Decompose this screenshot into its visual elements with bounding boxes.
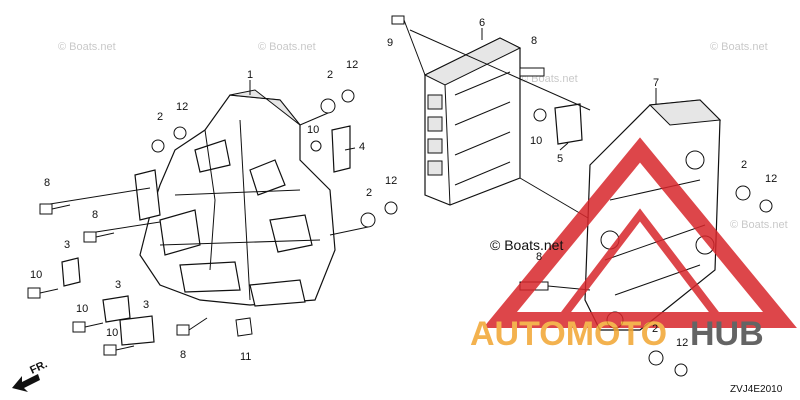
callout-number: 12 — [385, 175, 397, 187]
callout-number: 10 — [76, 303, 88, 315]
watermark-text: © Boats.net — [710, 41, 768, 53]
callout-number: 9 — [387, 37, 393, 49]
callout-number: 7 — [653, 77, 659, 89]
callout-number: 8 — [531, 35, 537, 47]
callout-number: 4 — [359, 141, 365, 153]
bolt — [519, 67, 545, 77]
callout-leaders — [249, 28, 657, 151]
callout-number: 2 — [157, 111, 163, 123]
ecu-bracket — [554, 103, 583, 145]
front-arrow-icon: FR. — [12, 358, 49, 392]
callout-number: 8 — [44, 177, 50, 189]
bracket-assembly — [134, 89, 336, 307]
callout-number: 8 — [536, 251, 542, 263]
clip — [61, 257, 81, 287]
callout-number: 10 — [30, 269, 42, 281]
callout-number: 3 — [64, 239, 70, 251]
watermark-text: © Boats.net — [258, 41, 316, 53]
logo-text-auto: AUTOMOTO — [470, 315, 667, 353]
watermark-text: © Boats.net — [730, 219, 788, 231]
front-label: FR. — [28, 358, 49, 376]
callout-number: 2 — [366, 187, 372, 199]
callout-number: 8 — [180, 349, 186, 361]
grommet — [735, 185, 751, 201]
bolt — [391, 15, 405, 25]
callout-number: 2 — [327, 69, 333, 81]
clip — [102, 295, 131, 323]
callout-number: 6 — [479, 17, 485, 29]
collar — [674, 363, 688, 377]
callout-number: 2 — [652, 323, 658, 335]
logo-text-hub: HUB — [690, 315, 764, 353]
callout-number: 12 — [676, 337, 688, 349]
callout-number: 12 — [346, 59, 358, 71]
collar — [759, 199, 773, 213]
callout-number: 3 — [143, 299, 149, 311]
boats-net-label: © Boats.net — [490, 237, 563, 253]
ecu-module — [423, 37, 522, 206]
automotohub-logo: AUTOMOTO HUB — [470, 137, 797, 353]
grommet — [533, 108, 547, 122]
callout-number: 11 — [240, 351, 251, 363]
callout-number: 10 — [307, 124, 319, 136]
small-bracket — [331, 125, 351, 173]
callout-number: 10 — [530, 135, 542, 147]
watermark-text: © Boats.net — [58, 41, 116, 53]
callout-number: 8 — [92, 209, 98, 221]
callout-number: 1 — [247, 69, 253, 81]
callout-number: 3 — [115, 279, 121, 291]
callout-number: 5 — [557, 153, 563, 165]
grommet — [648, 350, 664, 366]
callout-number: 12 — [176, 101, 188, 113]
callout-number: 12 — [765, 173, 777, 185]
callout-number: 10 — [106, 327, 118, 339]
fastener-group-left — [27, 89, 398, 356]
diagram-code: ZVJ4E2010 — [730, 384, 783, 395]
callout-number: 2 — [741, 159, 747, 171]
clip — [119, 315, 155, 346]
